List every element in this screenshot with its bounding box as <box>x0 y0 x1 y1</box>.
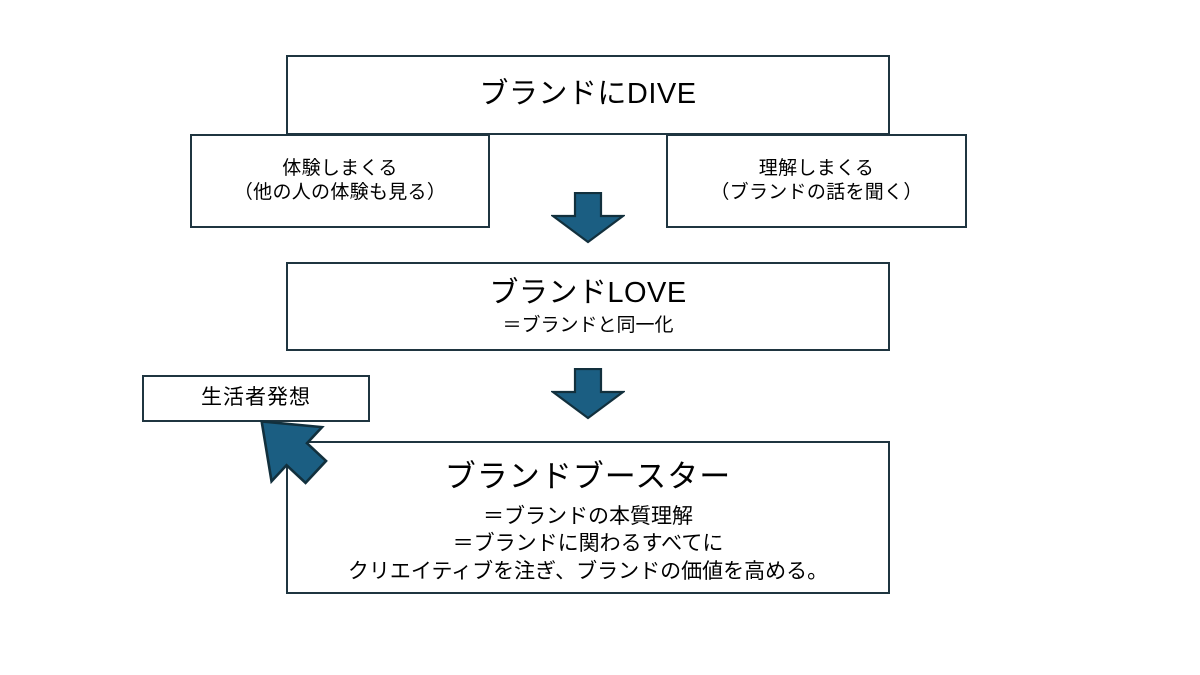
down-block-arrow-icon <box>551 192 625 244</box>
down-block-arrow-icon <box>551 368 625 420</box>
node-understand-line-1: 理解しまくる <box>758 157 875 179</box>
node-experience-line-2: （他の人の体験も見る） <box>233 182 447 203</box>
node-brand-love[interactable]: ブランドLOVE ＝ブランドと同一化 <box>286 262 890 351</box>
node-understand-line-2: （ブランドの話を聞く） <box>710 182 923 203</box>
node-brand-booster-definition-2: ＝ブランドに関わるすべてに <box>452 532 724 556</box>
node-brand-dive[interactable]: ブランドにDIVE <box>286 55 890 135</box>
node-consumer-insight[interactable]: 生活者発想 <box>142 375 370 422</box>
node-brand-booster-definition-3: クリエイティブを注ぎ、ブランドの価値を高める。 <box>347 560 829 584</box>
node-understand[interactable]: 理解しまくる （ブランドの話を聞く） <box>666 134 967 228</box>
node-brand-booster-definition-1: ＝ブランドの本質理解 <box>483 504 693 528</box>
node-brand-love-definition: ＝ブランドと同一化 <box>502 314 674 336</box>
node-brand-booster-title: ブランドブースター <box>444 459 732 494</box>
node-experience[interactable]: 体験しまくる （他の人の体験も見る） <box>190 134 490 228</box>
node-consumer-insight-label: 生活者発想 <box>201 386 311 410</box>
diagonal-block-arrow-icon <box>246 404 330 488</box>
node-brand-dive-title: ブランドにDIVE <box>479 78 697 111</box>
node-brand-love-title: ブランドLOVE <box>489 276 687 309</box>
node-brand-booster[interactable]: ブランドブースター ＝ブランドの本質理解 ＝ブランドに関わるすべてに クリエイテ… <box>286 441 890 594</box>
node-experience-line-1: 体験しまくる <box>282 157 398 179</box>
